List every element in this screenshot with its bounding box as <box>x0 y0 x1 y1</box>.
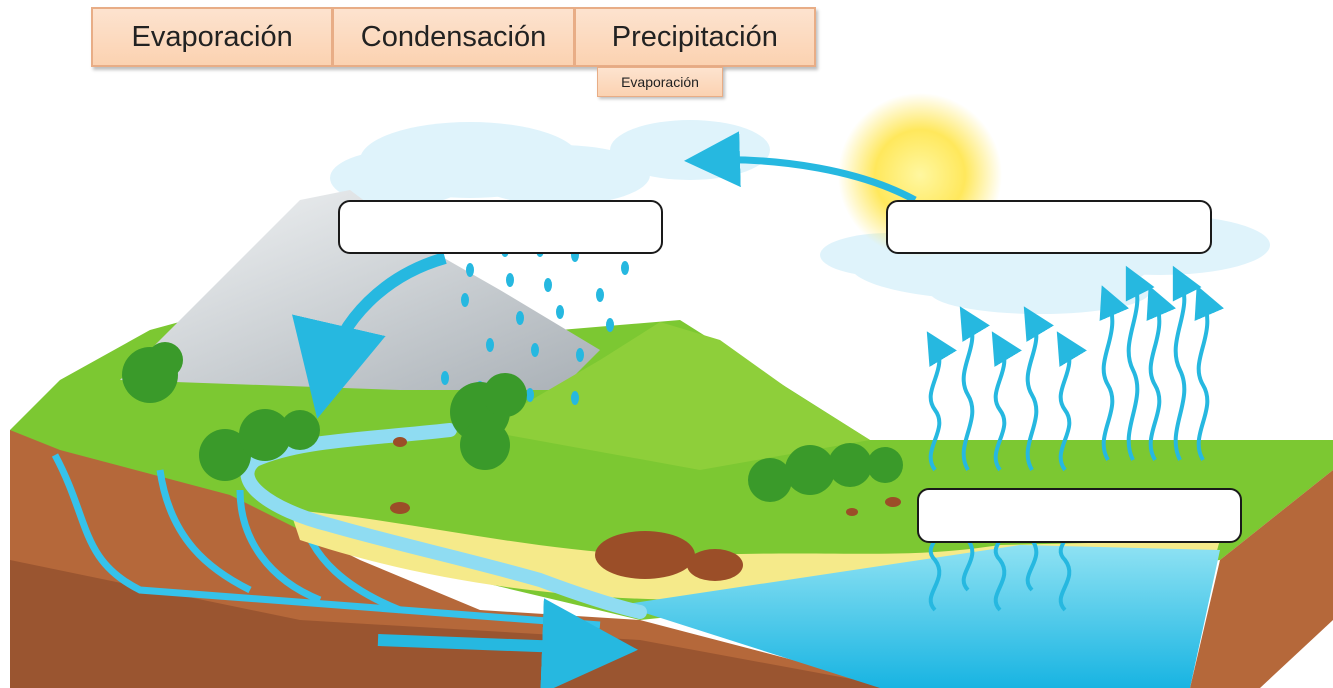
evaporation-arrow-icon <box>684 131 917 204</box>
soil-right <box>1190 470 1333 688</box>
word-tile-evaporacion[interactable]: Evaporación <box>91 7 334 67</box>
green-hill <box>480 322 870 470</box>
word-tile-condensacion[interactable]: Condensación <box>333 7 575 67</box>
drop-box-mountain[interactable] <box>338 200 663 254</box>
soil-dark <box>10 560 900 688</box>
cloud-icon <box>330 120 770 206</box>
rock-icon <box>390 437 901 581</box>
word-tile-precipitacion[interactable]: Precipitación <box>574 7 816 67</box>
drop-box-clouds[interactable] <box>886 200 1212 254</box>
word-bank: Evaporación Condensación Precipitación <box>91 7 816 67</box>
snowy-mountain <box>120 190 600 390</box>
sea <box>620 545 1220 688</box>
precipitation-arrow-icon <box>292 252 447 419</box>
river <box>240 423 647 619</box>
flow-arrow-icon <box>377 598 638 688</box>
bush-icon <box>122 342 903 502</box>
drop-box-sea[interactable] <box>917 488 1242 543</box>
dragging-word-chip[interactable]: Evaporación <box>597 67 723 97</box>
